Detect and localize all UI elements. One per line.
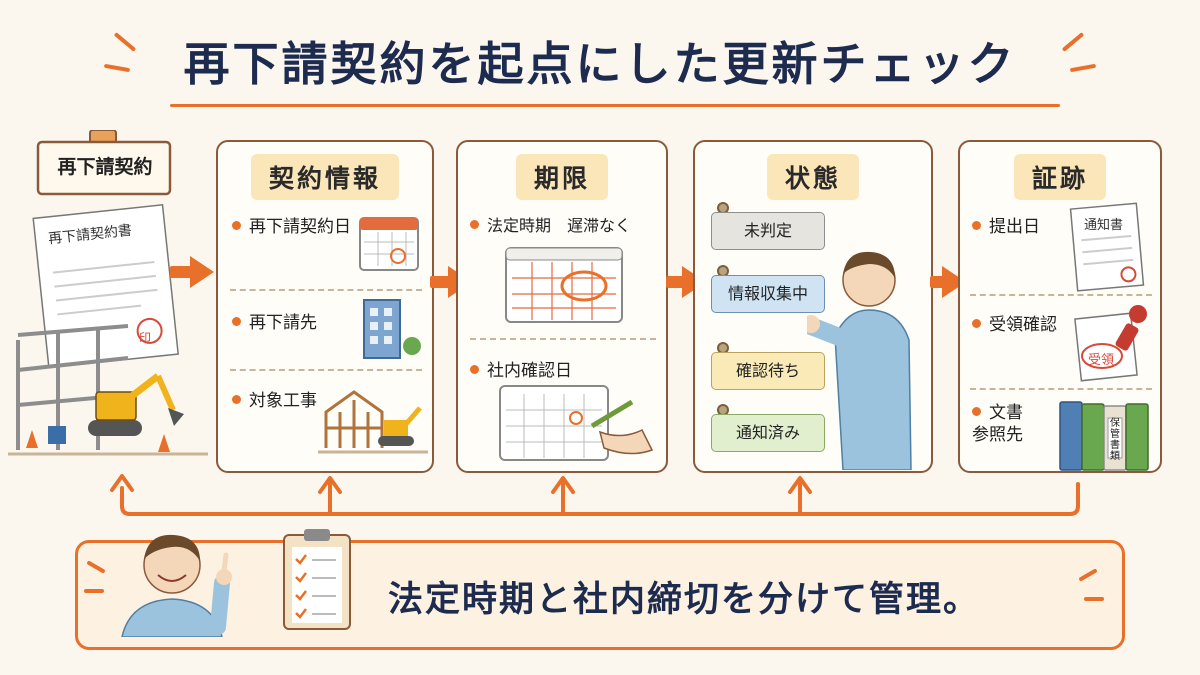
panel-header-status: 状態: [766, 154, 860, 200]
flow-arrow-shaft: [170, 266, 192, 278]
document-seal: 印: [139, 331, 152, 345]
feedback-loop-arrows: [110, 474, 1080, 516]
calendar-icon: [359, 217, 419, 271]
divider: [470, 338, 656, 340]
notice-document-title: 通知書: [1084, 218, 1124, 233]
status-tag-undetermined: 未判定: [711, 212, 825, 250]
accent-mark: [1084, 597, 1104, 601]
accent-mark: [1061, 32, 1085, 52]
panel-contract-info: 契約情報 再下請契約日 再下請先 対象工事: [216, 140, 434, 473]
panel-status: 状態 未判定 情報収集中 確認待ち 通知済み: [693, 140, 933, 473]
accent-mark: [1069, 63, 1097, 73]
notice-document-icon: [1069, 202, 1145, 292]
flow-arrow-shaft: [666, 276, 686, 288]
subcontractor-label: 再下請先: [232, 308, 317, 333]
office-building-icon: [363, 299, 421, 359]
stamp-icon: [1074, 305, 1147, 382]
divider: [230, 289, 422, 291]
target-work-label: 対象工事: [232, 386, 317, 411]
internal-check-date-label: 社内確認日: [470, 356, 572, 381]
checklist-clipboard-icon: [283, 529, 351, 630]
document-reference-label: 文書 参照先: [972, 403, 1023, 445]
calendar-icon: [505, 247, 623, 323]
binder-label: 保管書類: [1110, 418, 1120, 462]
divider: [970, 388, 1152, 390]
calendar-writing-icon: [499, 385, 654, 461]
binder-icon: [1059, 401, 1149, 471]
accent-mark: [1078, 568, 1098, 582]
accent-mark: [84, 589, 104, 593]
receipt-confirmation-label: 受領確認: [972, 310, 1057, 335]
worker-person-icon: [807, 251, 912, 470]
clipboard-sign-icon: [8, 130, 208, 456]
start-area: 再下請契約 再下請契約書 印: [8, 130, 208, 470]
flow-arrow-shaft: [430, 276, 452, 288]
construction-site-icon: [318, 390, 428, 454]
summary-text: 法定時期と社内締切を分けて管理。: [388, 580, 981, 620]
summary-box: 法定時期と社内締切を分けて管理。: [75, 529, 1125, 650]
panel-header-evidence: 証跡: [1013, 154, 1107, 200]
status-tag-awaiting-check: 確認待ち: [711, 352, 825, 390]
status-tag-notified: 通知済み: [711, 414, 825, 452]
divider: [230, 369, 422, 371]
accent-mark: [113, 32, 137, 52]
panel-evidence: 証跡 提出日 通知書 受領確認 受領 文書 参照先 保管書類: [958, 140, 1162, 473]
receipt-stamp-text: 受領: [1088, 353, 1115, 368]
panel-deadline: 期限 法定時期 遅滞なく 社内確認日: [456, 140, 668, 473]
accent-mark: [86, 560, 106, 574]
flow-arrow-head: [190, 256, 214, 288]
panel-header-deadline: 期限: [515, 154, 609, 200]
accent-mark: [103, 63, 131, 73]
submission-date-label: 提出日: [972, 212, 1040, 237]
pointing-worker-icon: [121, 534, 232, 637]
contract-date-label: 再下請契約日: [232, 212, 351, 237]
page-title: 再下請契約を起点にした更新チェック: [183, 37, 1017, 91]
start-contract-sign: 再下請契約: [57, 156, 153, 178]
divider: [970, 294, 1152, 296]
title-underline: [170, 104, 1060, 107]
legal-timing-label: 法定時期 遅滞なく: [470, 212, 631, 236]
status-tag-collecting: 情報収集中: [711, 275, 825, 313]
panel-header-contract-info: 契約情報: [250, 154, 400, 200]
